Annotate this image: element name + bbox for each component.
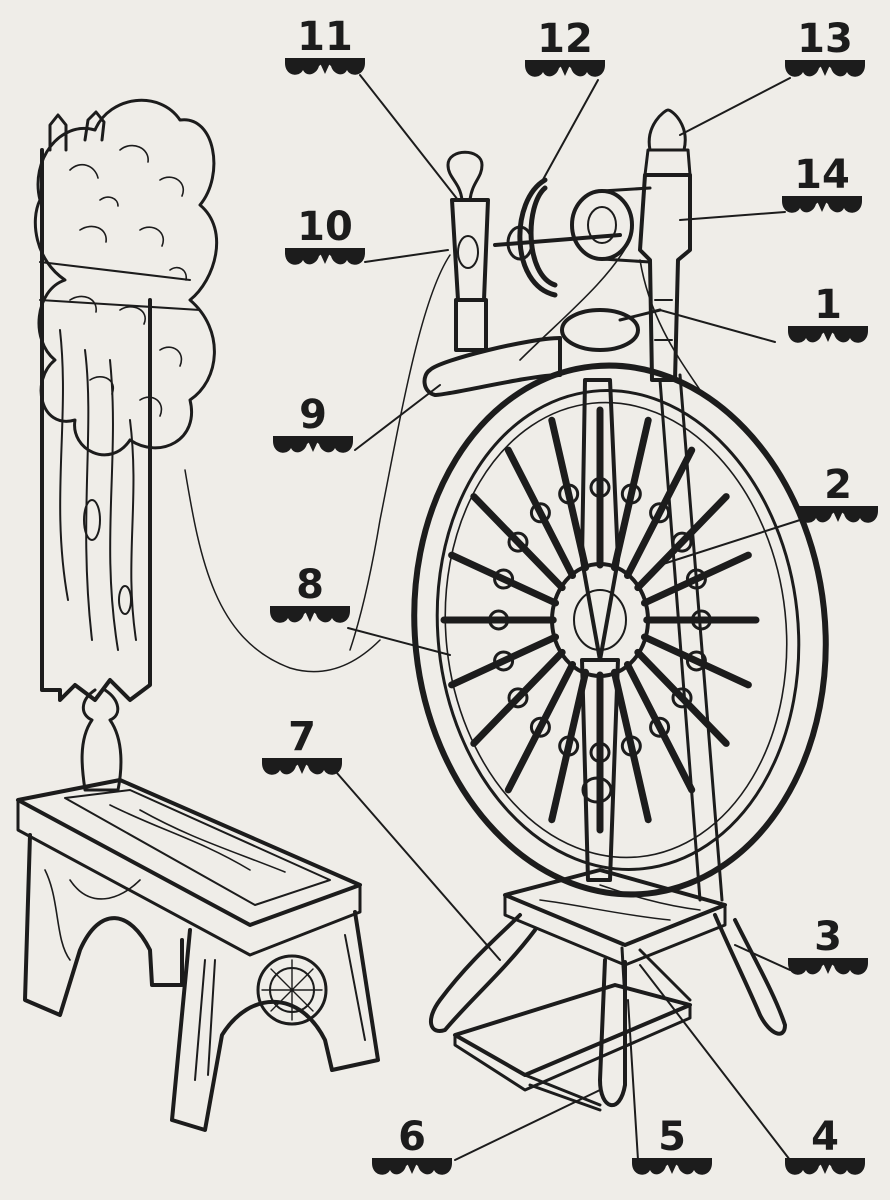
spoke-bead (529, 716, 551, 738)
callout-3: 3 (788, 914, 868, 975)
callout-number: 5 (658, 1114, 686, 1160)
spoke-bead (558, 735, 580, 757)
wheel-spoke (448, 633, 560, 689)
callout-12: 12 (525, 16, 605, 77)
wheel-spoke (610, 416, 652, 572)
wheel-spoke (623, 446, 696, 580)
leader-lines (329, 74, 801, 1161)
callout-7: 7 (262, 714, 342, 775)
spoke-bead (529, 502, 551, 524)
spoke-bead (493, 650, 515, 672)
spoke-bead (589, 477, 611, 498)
callout-number: 6 (398, 1114, 426, 1160)
callout-number: 9 (299, 392, 327, 438)
wheel-spoke (470, 493, 566, 592)
callout-number: 14 (794, 152, 850, 198)
wheel-spoke (623, 660, 696, 794)
spoke-bead (488, 609, 510, 631)
callout-number: 1 (814, 282, 842, 328)
bench-illustration (16, 778, 380, 1132)
callout-number: 13 (797, 16, 853, 62)
callout-8: 8 (270, 562, 350, 623)
callout-6: 6 (372, 1114, 452, 1175)
callout-number: 12 (537, 16, 593, 62)
callout-number: 7 (288, 714, 316, 760)
callout-number: 11 (297, 14, 353, 60)
spoke-bead (620, 735, 642, 757)
spoke-bead (649, 716, 671, 738)
callout-number: 8 (296, 562, 324, 608)
spoke-bead (671, 687, 693, 709)
wheel-spoke (504, 446, 577, 580)
wheel-spokes (440, 406, 760, 834)
wheel-spoke (504, 660, 577, 794)
callout-13: 13 (785, 16, 865, 77)
callout-number: 2 (824, 462, 852, 508)
wheel-spoke (640, 633, 752, 689)
callout-number: 3 (814, 914, 842, 960)
callout-9: 9 (273, 392, 353, 453)
wheel-spoke (610, 668, 652, 824)
spoke-bead (620, 483, 642, 505)
spoke-bead (507, 531, 529, 553)
callout-11: 11 (285, 14, 365, 75)
callout-10: 10 (285, 204, 365, 265)
callout-1: 1 (788, 282, 868, 343)
spoke-bead (589, 742, 611, 763)
wheel-spoke (448, 551, 560, 607)
spoke-bead (558, 483, 580, 505)
spoke-bead (507, 687, 529, 709)
spoke-bead (493, 568, 515, 590)
wheel-spoke (548, 668, 590, 824)
callout-4: 4 (785, 1114, 865, 1175)
wheel-spoke (634, 493, 730, 592)
spoke-bead (685, 650, 707, 672)
spoke-bead (649, 502, 671, 524)
callout-number: 4 (811, 1114, 839, 1160)
callout-number: 10 (297, 204, 353, 250)
distaff-illustration (33, 98, 381, 792)
wheel-spoke (634, 648, 730, 747)
wheel-spoke (470, 648, 566, 747)
callout-2: 2 (798, 462, 878, 523)
spinning-wheel-illustration (349, 108, 829, 1112)
callout-14: 14 (782, 152, 862, 213)
wheel-spoke (548, 416, 590, 572)
callout-5: 5 (632, 1114, 712, 1175)
